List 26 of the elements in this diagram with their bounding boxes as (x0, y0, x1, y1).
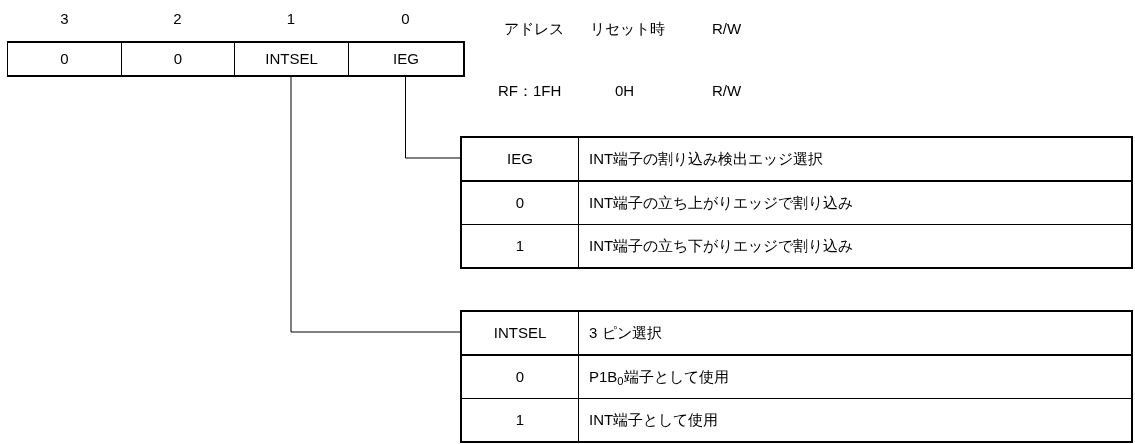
table-cell: 1 (462, 399, 579, 441)
register-info-text: R/W (712, 81, 743, 101)
table-cell-text: INT端子として使用 (588, 409, 720, 430)
table-cell-text: INT端子の割り込み検出エッジ選択 (588, 148, 825, 169)
bit-number: 0 (400, 9, 411, 29)
table-cell-text: INT端子の立ち上がりエッジで割り込み (588, 192, 855, 213)
leader-line (405, 74, 461, 159)
bit-table (460, 136, 1133, 269)
bit-number: 3 (59, 9, 70, 29)
table-cell: INTSEL (462, 312, 579, 354)
bit-number: 1 (285, 9, 297, 29)
register-info-text: リセット時 (590, 19, 666, 39)
register-info-text: 0H (615, 81, 636, 101)
table-cell: IEG (462, 138, 579, 180)
table-cell: 0 (462, 182, 579, 224)
table-cell-text: 3 ピン選択 (588, 322, 663, 343)
bit-number: 2 (172, 9, 183, 29)
bit-table (460, 310, 1133, 443)
register-info-text: RF：1FH (498, 81, 563, 101)
table-cell-text: P1B$_{0}$端子として使用 (588, 366, 730, 389)
leader-line (290, 74, 461, 333)
table-cell-text: INT端子の立ち下がりエッジで割り込み (588, 235, 855, 256)
register-info-text: アドレス (504, 19, 565, 39)
table-cell: 1 (462, 225, 579, 267)
register-info-text: R/W (712, 19, 743, 39)
table-cell: 0 (462, 356, 579, 398)
